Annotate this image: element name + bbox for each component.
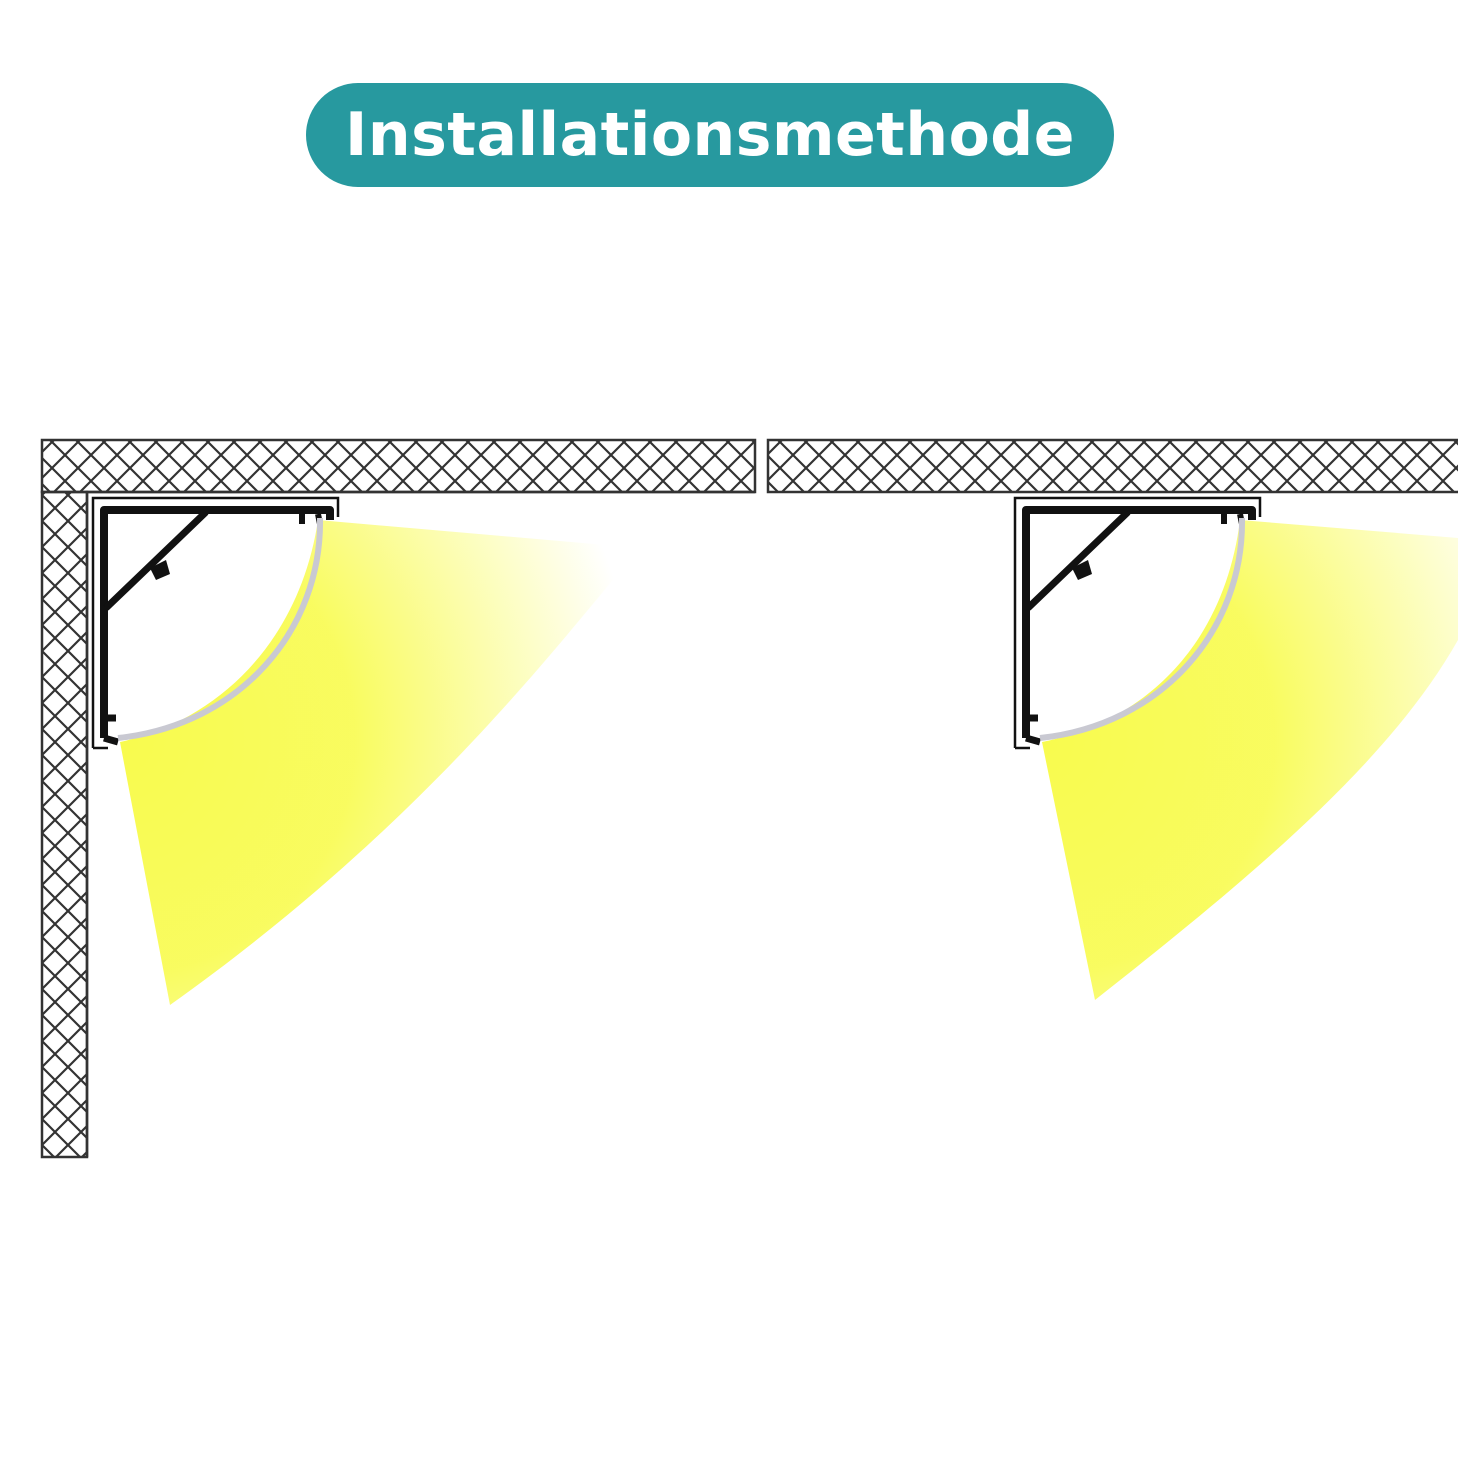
title-banner: Installationsmethode (306, 83, 1114, 187)
diffuser-cover-left (117, 517, 324, 741)
aluminum-profile-right (1022, 506, 1256, 746)
wall-slab-left (40, 490, 89, 1159)
profile-outline-right (1013, 496, 1262, 748)
page-title: Installationsmethode (345, 100, 1075, 170)
corner-mount-diagram (40, 438, 757, 1159)
ceiling-slab-right (766, 438, 1458, 494)
light-beam-left (120, 520, 640, 1005)
profile-outline-left (91, 496, 340, 748)
ceiling-mount-diagram (766, 438, 1458, 1000)
ceiling-slab-left (40, 438, 757, 494)
diffuser-cover-right (1039, 517, 1246, 741)
light-beam-right (1042, 520, 1458, 1000)
